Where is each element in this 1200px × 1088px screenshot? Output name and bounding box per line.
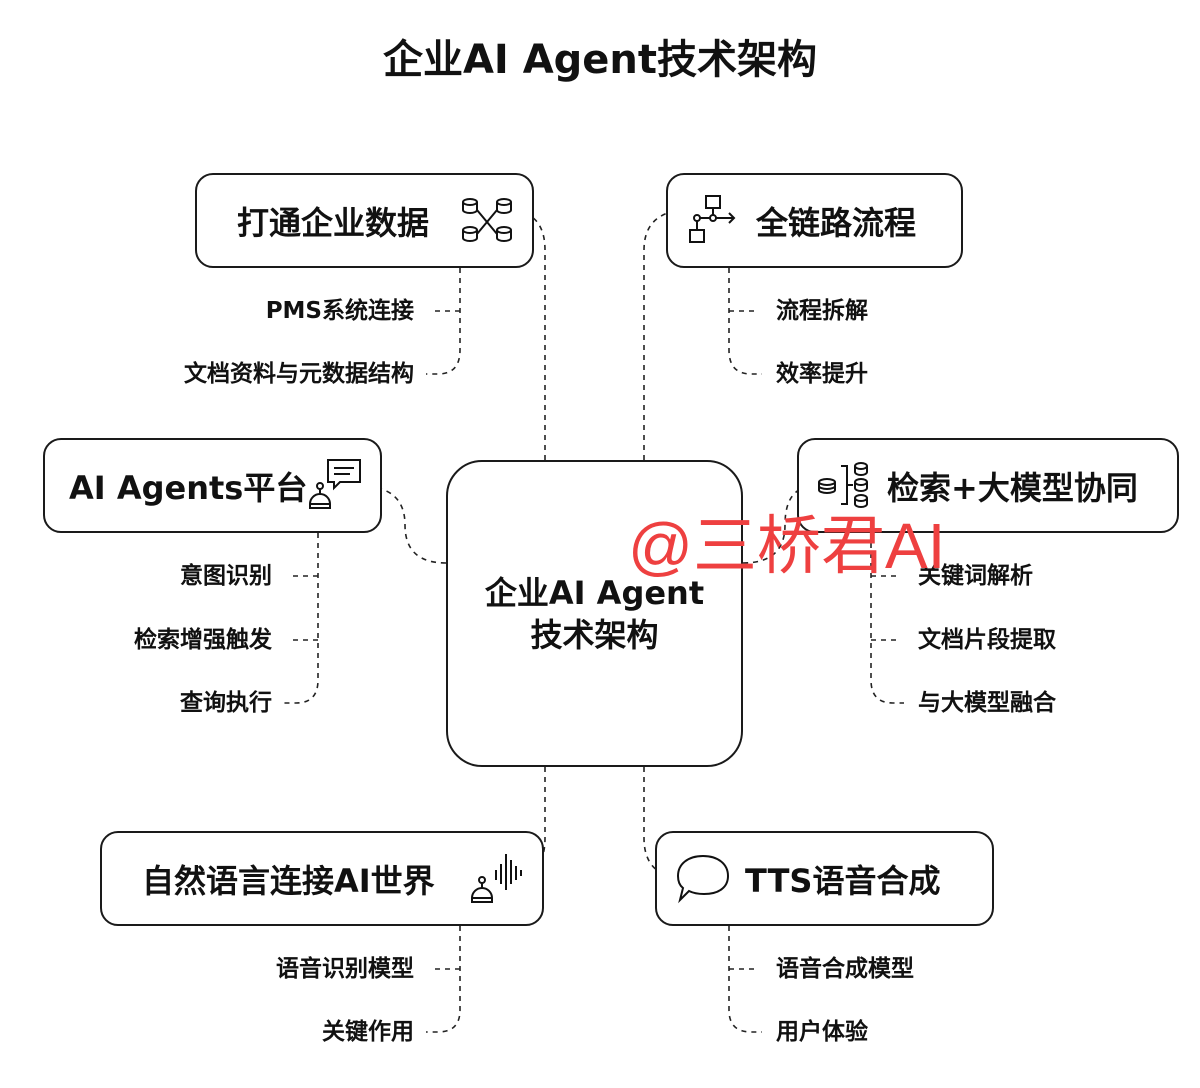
- branch-tts: [728, 926, 762, 1033]
- center-node: 企业AI Agent技术架构: [446, 460, 743, 767]
- node-ai-agents-platform-label: AI Agents平台: [69, 468, 308, 507]
- node-tts-label: TTS语音合成: [745, 861, 941, 900]
- child-process-decomposition: 流程拆解: [776, 298, 868, 324]
- branch-retrieval: [870, 533, 904, 704]
- node-tts: TTS语音合成: [655, 831, 994, 926]
- connector-agents: [359, 485, 447, 564]
- child-query-execution: 查询执行: [180, 690, 272, 716]
- child-rag-trigger: 检索增强触发: [134, 627, 272, 653]
- child-pms-connection: PMS系统连接: [265, 298, 414, 324]
- node-full-process-label: 全链路流程: [756, 203, 917, 242]
- diagram-title: 企业AI Agent技术架构: [382, 37, 818, 83]
- node-natural-language: 自然语言连接AI世界: [100, 831, 544, 926]
- database-network-icon: [462, 198, 512, 242]
- child-speech-recognition-model: 语音识别模型: [276, 956, 414, 982]
- flowchart-icon: [689, 195, 736, 243]
- node-natural-language-label: 自然语言连接AI世界: [142, 861, 435, 900]
- child-key-role: 关键作用: [322, 1019, 414, 1045]
- watermark: @三桥君AI: [628, 510, 946, 582]
- child-efficiency-boost: 效率提升: [776, 361, 868, 387]
- center-node-label: 企业AI Agent技术架构: [484, 573, 705, 654]
- node-ai-agents-platform: AI Agents平台: [43, 438, 382, 533]
- connector-data: [514, 209, 546, 460]
- child-document-snippet: 文档片段提取: [918, 627, 1056, 653]
- node-retrieval-llm-label: 检索+大模型协同: [887, 468, 1138, 507]
- node-data-integration-label: 打通企业数据: [237, 203, 430, 242]
- branch-data: [426, 268, 461, 375]
- database-hierarchy-icon: [818, 462, 868, 508]
- branch-agents: [284, 533, 319, 704]
- branch-process: [728, 268, 762, 375]
- child-llm-fusion: 与大模型融合: [918, 690, 1056, 716]
- child-intent-recognition: 意图识别: [180, 563, 272, 589]
- node-data-integration: 打通企业数据: [195, 173, 534, 268]
- child-keyword-parsing: 关键词解析: [918, 563, 1033, 589]
- robot-voice-icon: [471, 854, 522, 903]
- branch-nlp: [426, 926, 461, 1033]
- robot-chat-icon: [309, 459, 361, 509]
- child-user-experience: 用户体验: [776, 1019, 868, 1045]
- child-speech-synthesis-model: 语音合成模型: [776, 956, 914, 982]
- speech-bubble-icon: [676, 854, 730, 904]
- child-document-metadata: 文档资料与元数据结构: [184, 361, 414, 387]
